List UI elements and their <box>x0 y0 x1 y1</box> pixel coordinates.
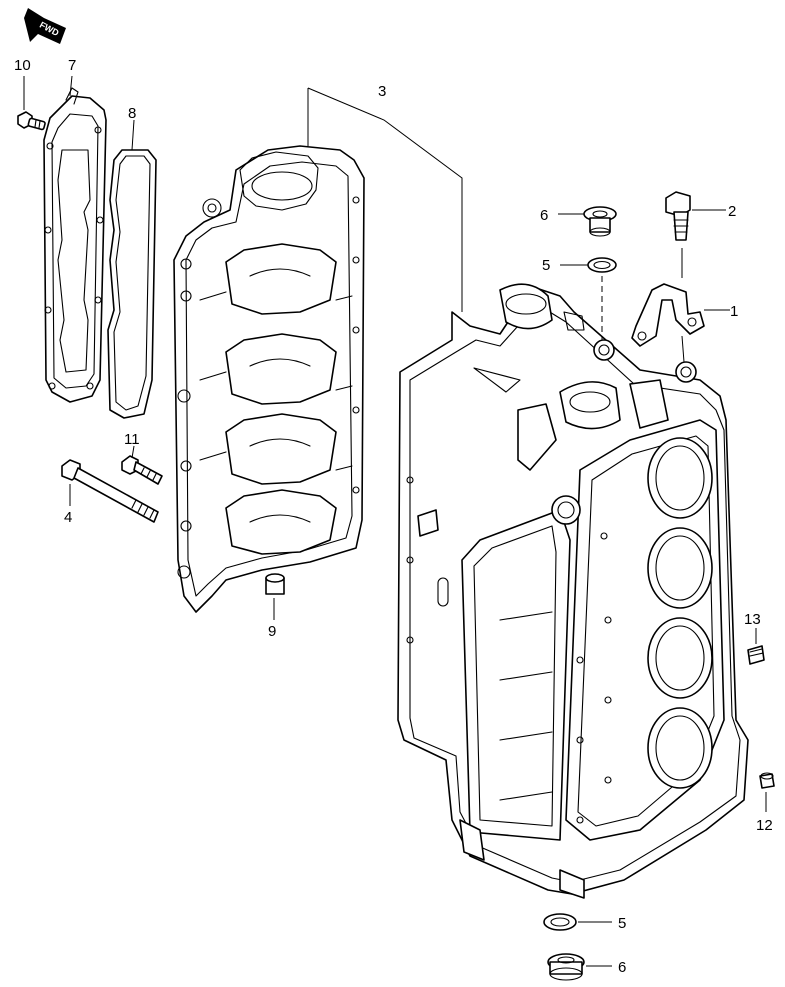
fwd-arrow-icon: FWD <box>24 8 66 44</box>
callout-9: 9 <box>268 623 276 640</box>
dowel-pin-9 <box>265 573 285 595</box>
crankcase-half-3 <box>173 145 365 613</box>
washer-5-top <box>587 257 617 273</box>
callout-10: 10 <box>14 57 31 74</box>
callout-2: 2 <box>728 203 736 220</box>
callout-4: 4 <box>64 509 72 526</box>
plug-6-bottom <box>547 953 585 981</box>
stud-13 <box>747 645 765 665</box>
callout-13: 13 <box>744 611 761 628</box>
bracket-1 <box>631 283 705 347</box>
gasket-8 <box>107 149 157 419</box>
callout-12: 12 <box>756 817 773 834</box>
callout-1: 1 <box>730 303 738 320</box>
plug-12 <box>759 772 775 789</box>
callout-6-bottom: 6 <box>618 959 626 976</box>
callout-11: 11 <box>124 431 140 448</box>
callout-5-bottom: 5 <box>618 915 626 932</box>
callout-5-top: 5 <box>542 257 550 274</box>
callout-7: 7 <box>68 57 76 74</box>
bolt-4 <box>61 459 159 523</box>
bolt-2 <box>665 191 691 241</box>
callout-3: 3 <box>378 83 386 100</box>
bolt-10 <box>17 111 46 131</box>
bolt-11 <box>121 455 163 485</box>
callout-8: 8 <box>128 105 136 122</box>
plug-6-top <box>583 206 617 237</box>
exhaust-cover-7 <box>43 87 107 403</box>
cylinder-block <box>397 283 749 899</box>
callout-6-top: 6 <box>540 207 548 224</box>
washer-5-bottom <box>543 913 577 931</box>
